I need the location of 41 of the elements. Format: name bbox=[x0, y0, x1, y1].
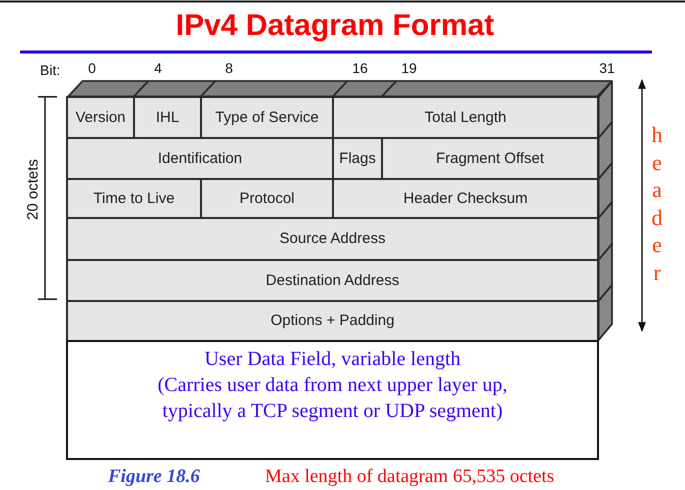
figure-caption: Max length of datagram 65,535 octets bbox=[265, 466, 554, 487]
header-field bbox=[66, 137, 334, 180]
bit-number: 31 bbox=[599, 60, 615, 76]
header-field bbox=[381, 137, 599, 180]
field-name: Options + Padding bbox=[270, 312, 394, 330]
field-description: (Carries user data from next upper layer up, typically a TCP segment or UDP segment) bbox=[156, 373, 508, 424]
figure-number: Figure 18.6 bbox=[108, 466, 200, 487]
bit-number: 16 bbox=[352, 60, 368, 76]
field-name: IHL bbox=[156, 108, 180, 126]
field-title: User Data Field, variable length bbox=[204, 347, 461, 372]
bit-number: 4 bbox=[154, 60, 162, 76]
bit-number: 0 bbox=[88, 60, 96, 76]
header-field bbox=[332, 96, 599, 139]
header-field bbox=[200, 96, 334, 139]
header-field bbox=[332, 137, 383, 180]
user-data-field bbox=[66, 340, 599, 460]
field-name: Version bbox=[75, 108, 126, 126]
field-name: Total Length bbox=[424, 108, 506, 126]
bit-number: 19 bbox=[401, 60, 417, 76]
header-field bbox=[332, 178, 599, 219]
header-field bbox=[66, 178, 202, 219]
field-name: Time to Live bbox=[93, 190, 175, 208]
section-label: header bbox=[651, 121, 663, 286]
field-name: Flags bbox=[339, 150, 376, 168]
header-field bbox=[200, 178, 334, 219]
header-field bbox=[66, 217, 599, 261]
field-name: Source Address bbox=[280, 230, 386, 248]
bit-number: 8 bbox=[225, 60, 233, 76]
field-name: Protocol bbox=[239, 190, 295, 208]
dimension-label: 20 octets bbox=[24, 158, 42, 222]
header-field bbox=[66, 96, 135, 139]
field-name: Identification bbox=[158, 150, 242, 168]
field-name: Destination Address bbox=[266, 272, 400, 290]
field-name: Type of Service bbox=[215, 108, 319, 126]
field-name: Header Checksum bbox=[403, 190, 528, 208]
header-field bbox=[66, 300, 599, 342]
field-name: Fragment Offset bbox=[436, 150, 544, 168]
header-field bbox=[66, 259, 599, 302]
header-field bbox=[133, 96, 202, 139]
bit-label: Bit: bbox=[40, 62, 60, 78]
title: IPv4 Datagram Format bbox=[174, 9, 496, 43]
